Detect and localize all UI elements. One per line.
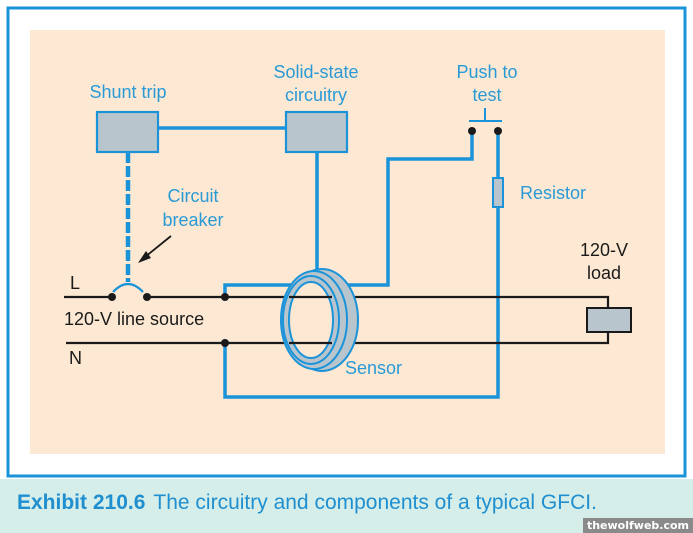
label-circuit-breaker-2: breaker <box>162 210 223 230</box>
breaker-contact-arc <box>112 282 144 293</box>
label-line-source: 120-V line source <box>64 309 204 329</box>
resistor <box>492 177 504 208</box>
push-to-test-button <box>469 108 502 122</box>
sensor-coil <box>280 268 359 372</box>
label-shunt-trip: Shunt trip <box>89 82 166 102</box>
label-push-to-test-1: Push to <box>456 62 517 82</box>
figure-caption: Exhibit 210.6 The circuitry and component… <box>17 491 597 515</box>
label-solid-state-2: circuitry <box>285 85 347 105</box>
wire-sensor-to-test-switch <box>330 132 474 287</box>
breaker-contact-right <box>143 293 151 301</box>
label-load-2: load <box>587 263 621 283</box>
diagram-panel <box>30 30 665 454</box>
solid-state-box <box>284 110 349 154</box>
line-junction <box>221 293 229 301</box>
caption-band <box>0 479 693 533</box>
breaker-pointer-arrow <box>138 235 172 263</box>
label-push-to-test-2: test <box>472 85 501 105</box>
load-box <box>586 307 632 333</box>
label-resistor: Resistor <box>520 183 586 203</box>
test-contact-left <box>468 127 476 135</box>
exhibit-number: Exhibit 210.6 <box>17 491 146 514</box>
neutral-wire <box>66 332 610 345</box>
wire-resistor-to-neutral-loop <box>223 207 500 399</box>
label-solid-state-1: Solid-state <box>273 62 358 82</box>
test-contact-right <box>494 127 502 135</box>
junction-dots <box>108 127 502 347</box>
label-circuit-breaker-1: Circuit <box>167 186 218 206</box>
label-line-N: N <box>69 348 82 368</box>
watermark: thewolfweb.com <box>582 518 693 533</box>
label-load-1: 120-V <box>580 240 628 260</box>
label-sensor: Sensor <box>345 358 402 378</box>
caption-text: The circuitry and components of a typica… <box>153 491 597 514</box>
neutral-junction <box>221 339 229 347</box>
label-line-L: L <box>70 273 80 293</box>
shunt-trip-box <box>95 110 160 154</box>
breaker-contact-left <box>108 293 116 301</box>
